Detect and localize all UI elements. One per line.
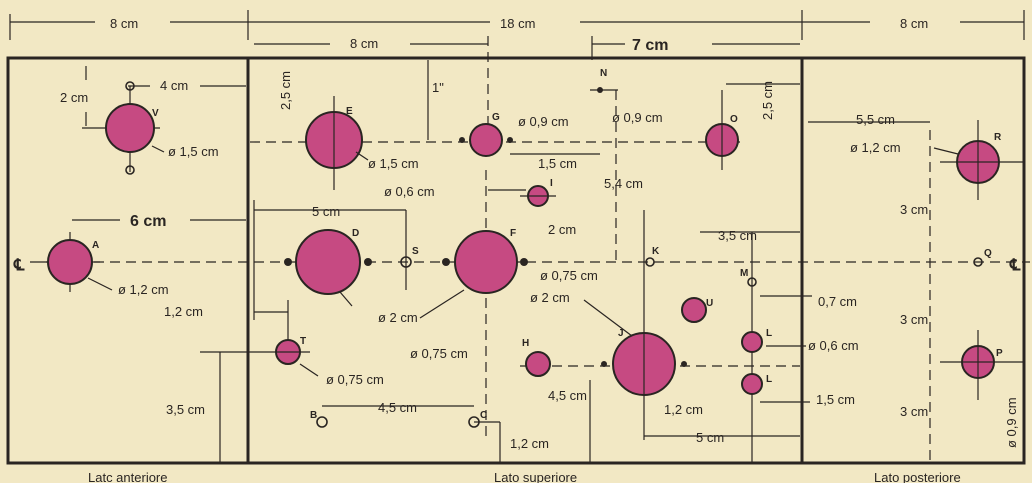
- diam-r: ø 1,2 cm: [850, 140, 901, 155]
- label-r: R: [994, 132, 1002, 143]
- label-p: P: [996, 348, 1003, 359]
- label-c: C: [480, 410, 487, 421]
- label-o: O: [730, 114, 738, 125]
- dim-4: 4 cm: [160, 78, 188, 93]
- dim-12a: 1,2 cm: [164, 304, 203, 319]
- caption-front: Latc anteriore: [88, 470, 168, 483]
- label-t: T: [300, 336, 306, 347]
- label-f: F: [510, 228, 516, 239]
- dim-1in: 1": [432, 80, 444, 95]
- dim-25b: 2,5 cm: [760, 81, 775, 120]
- centerline-symbol-right: ℄: [1009, 257, 1021, 274]
- dim-3b: 3 cm: [900, 312, 928, 327]
- hole-l2: [741, 373, 763, 395]
- diam-v: ø 1,5 cm: [168, 144, 219, 159]
- dim-45a: 4,5 cm: [378, 400, 417, 415]
- label-s: S: [412, 246, 419, 257]
- dim-35a: 3,5 cm: [166, 402, 205, 417]
- top-panel: [200, 83, 800, 462]
- label-e: E: [346, 106, 353, 117]
- dim-top-left: 8 cm: [110, 16, 138, 31]
- dim-top-right: 8 cm: [900, 16, 928, 31]
- dim-15a: 1,5 cm: [538, 156, 577, 171]
- label-l2: L: [766, 374, 772, 385]
- label-l1: L: [766, 328, 772, 339]
- label-j: J: [618, 328, 624, 339]
- label-a: A: [92, 240, 99, 251]
- dim-2: 2 cm: [60, 90, 88, 105]
- label-n: N: [600, 68, 607, 79]
- dim-12b: 1,2 cm: [510, 436, 549, 451]
- diam-09b: ø 0,9 cm: [612, 110, 663, 125]
- dim-6: 6 cm: [130, 213, 166, 230]
- diam-a: ø 1,2 cm: [118, 282, 169, 297]
- hole-d: [295, 229, 361, 295]
- diam-f: ø 2 cm: [378, 310, 418, 325]
- dim-sub-8: 8 cm: [350, 36, 378, 51]
- dim-3c: 3 cm: [900, 404, 928, 419]
- diam-e: ø 1,5 cm: [368, 156, 419, 171]
- dim-55: 5,5 cm: [856, 112, 895, 127]
- label-m: M: [740, 268, 748, 279]
- dim-54: 5,4 cm: [604, 176, 643, 191]
- caption-back: Lato posteriore: [874, 470, 961, 483]
- label-i: I: [550, 178, 553, 189]
- panel-outlines: [6, 56, 1026, 465]
- label-g: G: [492, 112, 500, 123]
- hole-u: [681, 297, 707, 323]
- diam-09a: ø 0,9 cm: [518, 114, 569, 129]
- dim-5a: 5 cm: [312, 204, 340, 219]
- label-v: V: [152, 108, 159, 119]
- dim-top-mid: 18 cm: [500, 16, 535, 31]
- hole-f: [454, 230, 518, 294]
- diam-i: ø 0,6 cm: [384, 184, 435, 199]
- dim-45b: 4,5 cm: [548, 388, 587, 403]
- hole-g: [469, 123, 503, 157]
- diam-h: ø 0,75 cm: [410, 346, 468, 361]
- label-k: K: [652, 246, 660, 257]
- hole-l1: [741, 331, 763, 353]
- diam-u: ø 0,75 cm: [540, 268, 598, 283]
- label-d: D: [352, 228, 359, 239]
- label-q: Q: [984, 248, 992, 259]
- diam-l: ø 0,6 cm: [808, 338, 859, 353]
- top-dimension-lines: [9, 10, 1025, 130]
- dim-35b: 3,5 cm: [718, 228, 757, 243]
- label-h: H: [522, 338, 529, 349]
- front-panel: [40, 66, 246, 292]
- dim-2b: 2 cm: [548, 222, 576, 237]
- dim-5b: 5 cm: [696, 430, 724, 445]
- dim-sub-7: 7 cm: [632, 37, 668, 54]
- diam-t: ø 0,75 cm: [326, 372, 384, 387]
- caption-top: Lato superiore: [494, 470, 577, 483]
- dim-15b: 1,5 cm: [816, 392, 855, 407]
- centerline-symbol-left: ℄: [13, 257, 25, 274]
- hole-h: [525, 351, 551, 377]
- diam-j: ø 2 cm: [530, 290, 570, 305]
- back-panel: [808, 120, 1024, 400]
- label-b: B: [310, 410, 317, 421]
- hole-a: [47, 239, 93, 285]
- dim-3a: 3 cm: [900, 202, 928, 217]
- dim-12c: 1,2 cm: [664, 402, 703, 417]
- diam-p: ø 0,9 cm: [1004, 397, 1019, 448]
- hole-v: [105, 103, 155, 153]
- label-u: U: [706, 298, 713, 309]
- dim-07: 0,7 cm: [818, 294, 857, 309]
- dim-25a: 2,5 cm: [278, 71, 293, 110]
